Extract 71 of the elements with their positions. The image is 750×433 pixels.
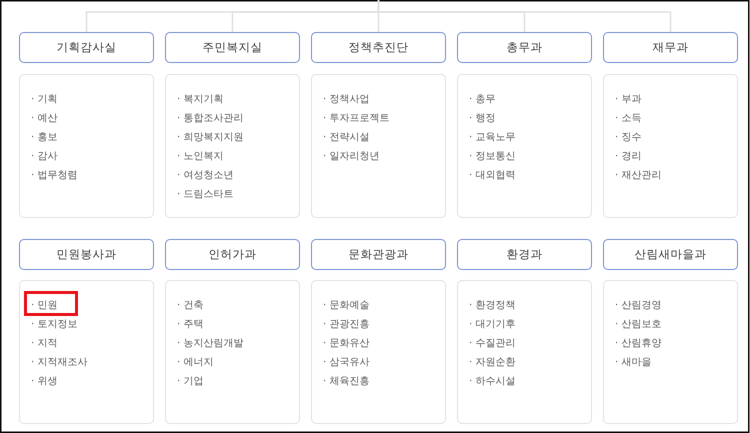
list-item: · 관광진흥: [323, 318, 370, 332]
list-item: · 토지정보: [31, 318, 78, 332]
duty-list-panel: [165, 74, 300, 218]
list-item: · 대외협력: [469, 169, 516, 183]
list-item: · 수질관리: [469, 337, 516, 351]
duty-list-panel: [311, 280, 446, 424]
list-item: · 산림휴양: [615, 337, 662, 351]
list-item: · 복지기획: [177, 93, 224, 107]
list-item: · 예산: [31, 112, 58, 126]
duty-list-panel: [165, 280, 300, 424]
list-item: · 법무청렴: [31, 169, 78, 183]
list-item: · 기획: [31, 93, 58, 107]
list-item: · 홍보: [31, 131, 58, 145]
list-item: · 소득: [615, 112, 642, 126]
list-item: · 문화예술: [323, 299, 370, 313]
list-item: · 감사: [31, 150, 58, 164]
department-header: 재무과: [603, 32, 738, 63]
list-item: · 지적: [31, 337, 58, 351]
list-item: · 삼국유사: [323, 356, 370, 370]
list-item: · 대기기후: [469, 318, 516, 332]
department-header: 정책추진단: [311, 32, 446, 63]
list-item: · 희망복지지원: [177, 131, 244, 145]
duty-list-panel: [457, 280, 592, 424]
list-item: · 농지산림개발: [177, 337, 244, 351]
department-header: 산림새마을과: [603, 239, 738, 270]
list-item: · 여성청소년: [177, 169, 234, 183]
duty-list-panel: [603, 74, 738, 218]
list-item: · 위생: [31, 375, 58, 389]
connector-line: [378, 0, 672, 32]
list-item: · 드림스타트: [177, 188, 234, 202]
department-header: 총무과: [457, 32, 592, 63]
list-item: · 노인복지: [177, 150, 224, 164]
list-item: · 환경정책: [469, 299, 516, 313]
list-item: · 징수: [615, 131, 642, 145]
list-item: · 건축: [177, 299, 204, 313]
list-item: · 주택: [177, 318, 204, 332]
list-item: · 문화유산: [323, 337, 370, 351]
department-header: 주민복지실: [165, 32, 300, 63]
list-item: · 체육진흥: [323, 375, 370, 389]
department-header: 문화관광과: [311, 239, 446, 270]
list-item: · 자원순환: [469, 356, 516, 370]
list-item: · 정책사업: [323, 93, 370, 107]
department-header: 민원봉사과: [19, 239, 154, 270]
list-item: · 산림보호: [615, 318, 662, 332]
list-item: · 민원: [31, 299, 58, 313]
department-header: 기획감사실: [19, 32, 154, 63]
highlight-box: [24, 291, 78, 316]
list-item: · 총무: [469, 93, 496, 107]
list-item: · 부과: [615, 93, 642, 107]
duty-list-panel: [19, 280, 154, 424]
list-item: · 통합조사관리: [177, 112, 244, 126]
list-item: · 새마을: [615, 356, 652, 370]
duty-list-panel: [603, 280, 738, 424]
list-item: · 투자프로젝트: [323, 112, 390, 126]
list-item: · 일자리청년: [323, 150, 380, 164]
list-item: · 에너지: [177, 356, 214, 370]
list-item: · 재산관리: [615, 169, 662, 183]
list-item: · 산림경영: [615, 299, 662, 313]
duty-list-panel: [19, 74, 154, 218]
duty-list-panel: [311, 74, 446, 218]
list-item: · 경리: [615, 150, 642, 164]
list-item: · 하수시설: [469, 375, 516, 389]
duty-list-panel: [457, 74, 592, 218]
list-item: · 교육노무: [469, 131, 516, 145]
department-header: 환경과: [457, 239, 592, 270]
list-item: · 전략시설: [323, 131, 370, 145]
list-item: · 기업: [177, 375, 204, 389]
list-item: · 지적재조사: [31, 356, 88, 370]
list-item: · 행정: [469, 112, 496, 126]
department-header: 인허가과: [165, 239, 300, 270]
list-item: · 정보통신: [469, 150, 516, 164]
